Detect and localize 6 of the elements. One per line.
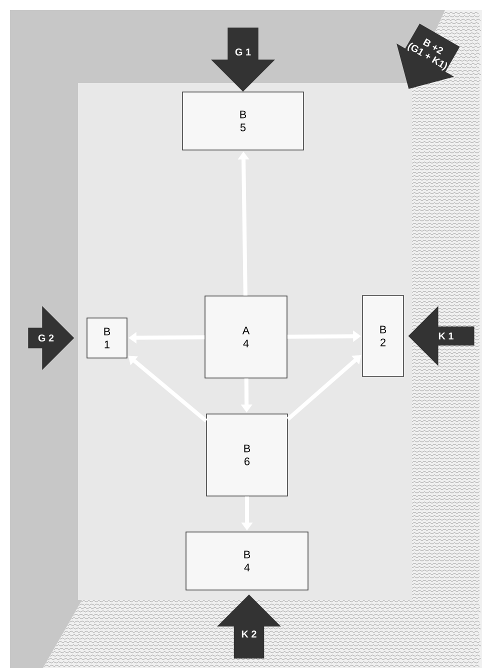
process-box: A 4 [204, 296, 288, 378]
process-box: B 5 [182, 92, 304, 150]
process-box: B 6 [206, 414, 288, 496]
process-box: B 2 [362, 295, 404, 377]
process-box: B 4 [186, 532, 308, 590]
process-box: B 1 [86, 318, 128, 358]
